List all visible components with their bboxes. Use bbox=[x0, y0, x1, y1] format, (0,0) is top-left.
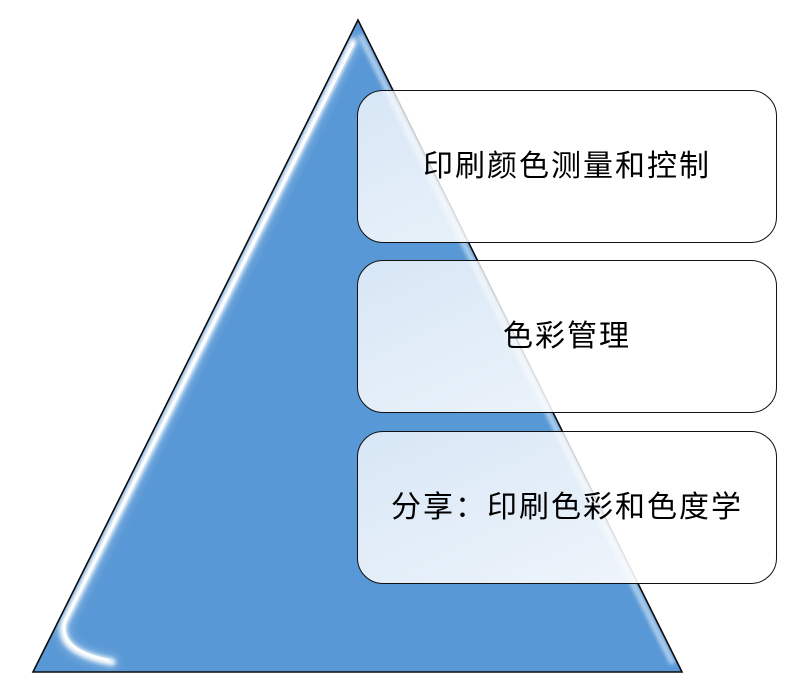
callout-label-2: 色彩管理 bbox=[503, 319, 631, 353]
callout-box-3: 分享：印刷色彩和色度学 bbox=[357, 431, 777, 584]
pyramid-highlight-core bbox=[62, 42, 355, 662]
callout-box-2: 色彩管理 bbox=[357, 260, 777, 413]
callout-box-1: 印刷颜色测量和控制 bbox=[357, 90, 777, 243]
callout-label-3: 分享：印刷色彩和色度学 bbox=[391, 490, 743, 524]
callout-label-1: 印刷颜色测量和控制 bbox=[423, 149, 711, 183]
